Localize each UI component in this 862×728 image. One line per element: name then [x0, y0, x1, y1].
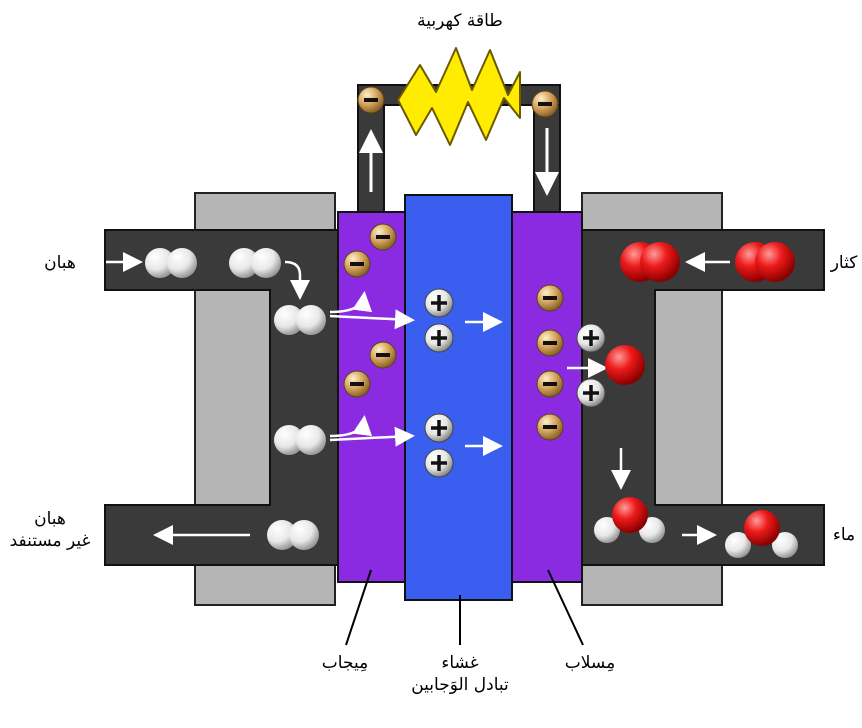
electron — [536, 413, 564, 441]
cathode-housing-bottom — [581, 564, 723, 606]
membrane-label: غشاء تبادل الوَجابين — [390, 652, 530, 696]
electron — [536, 284, 564, 312]
proton-exchange-membrane — [404, 194, 513, 601]
electron — [369, 341, 397, 369]
proton — [424, 448, 454, 478]
anode-housing-mid — [194, 289, 271, 506]
electron — [343, 250, 371, 278]
anode-housing-bottom — [194, 564, 336, 606]
hydrogen-out-label: هبان غير مستنفد — [0, 508, 100, 552]
proton — [424, 323, 454, 353]
electron — [531, 90, 559, 118]
hydrogen-molecule — [274, 425, 326, 455]
proton — [576, 323, 606, 353]
oxygen-molecule — [735, 242, 795, 282]
flow-arrows — [106, 252, 730, 545]
anode-label: مِيجاب — [321, 653, 369, 673]
water-out-label: ماء — [832, 525, 856, 545]
cathode-label: مِسلاب — [564, 653, 616, 673]
proton — [424, 413, 454, 443]
cathode-housing-mid — [654, 289, 723, 506]
power-label: طاقة كهربية — [417, 11, 503, 31]
water-molecule — [594, 497, 665, 543]
leader-lines — [345, 569, 584, 646]
hydrogen-out-label-line2: غير مستنفد — [9, 531, 91, 551]
proton — [424, 288, 454, 318]
proton — [576, 378, 606, 408]
electron — [369, 223, 397, 251]
hydrogen-out-label-line1: هبان — [34, 509, 66, 529]
anode-housing-top — [194, 192, 336, 231]
electron — [536, 370, 564, 398]
hydrogen-molecule — [229, 248, 281, 278]
cathode-housing-top — [581, 192, 723, 231]
electron — [357, 86, 385, 114]
oxygen-in-label: كثار — [830, 253, 858, 273]
hydrogen-in-label: هبان — [44, 253, 76, 273]
hydrogen-molecule — [267, 520, 319, 550]
hydrogen-molecule — [145, 248, 197, 278]
membrane-label-line1: غشاء — [441, 653, 479, 673]
oxygen-molecule — [620, 242, 680, 282]
electron — [536, 329, 564, 357]
electron — [343, 370, 371, 398]
water-molecule — [725, 510, 798, 558]
oxygen-atom — [605, 345, 645, 385]
load-zigzag — [397, 47, 521, 146]
membrane-label-line2: تبادل الوَجابين — [411, 675, 509, 695]
hydrogen-molecule — [274, 305, 326, 335]
